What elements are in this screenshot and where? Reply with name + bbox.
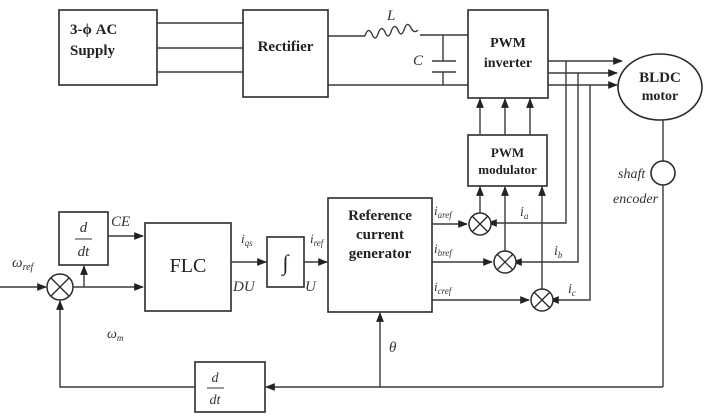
derivative-bottom-numerator: d xyxy=(212,371,220,386)
shaft-encoder-label-line1: shaft xyxy=(618,167,646,182)
three-phase-lines xyxy=(157,22,243,73)
iaref-label: iaref xyxy=(434,203,453,220)
current-summer-b xyxy=(493,250,517,274)
current-summer-a xyxy=(468,212,492,236)
current-sense-lines xyxy=(487,61,591,304)
ref-gen-label-line1: Reference xyxy=(348,208,412,224)
pwm-modulator-label-line2: modulator xyxy=(478,162,537,177)
speed-error-summer xyxy=(46,273,74,301)
iqs-label: iqs xyxy=(241,231,253,248)
ic-label: ic xyxy=(568,282,576,298)
ac-supply-label-line2: Supply xyxy=(70,43,116,59)
shaft-encoder-label-line2: encoder xyxy=(613,192,659,207)
u-label: U xyxy=(305,279,317,295)
flc-block: FLC xyxy=(144,222,232,312)
iref-signal-path: iref U xyxy=(304,231,328,295)
pwm-inverter-label-line1: PWM xyxy=(490,36,526,51)
pwm-inverter-label-line2: inverter xyxy=(484,56,532,71)
speed-feedback-path: ωm xyxy=(56,300,195,388)
ref-gen-label-line2: current xyxy=(356,227,404,243)
omega-ref-label: ωref xyxy=(12,255,35,273)
ia-label: ia xyxy=(520,205,529,221)
rectifier-block: Rectifier xyxy=(242,9,329,98)
bldc-motor-label-line2: motor xyxy=(642,89,679,104)
flc-label: FLC xyxy=(170,255,207,277)
derivative-top-numerator: d xyxy=(80,220,88,236)
du-signal-path: iqs DU xyxy=(231,231,267,295)
derivative-block-bottom: d dt xyxy=(194,361,266,413)
integrator-block: ∫ xyxy=(266,236,305,288)
ibref-label: ibref xyxy=(434,241,453,258)
bldc-motor: BLDC motor xyxy=(617,53,703,121)
inductor-coil xyxy=(364,23,419,39)
pwm-inverter-block: PWM inverter xyxy=(467,9,549,99)
du-label: DU xyxy=(232,279,256,295)
dc-link: L C xyxy=(328,8,468,86)
error-signal-lines xyxy=(476,186,546,291)
bldc-motor-label-line1: BLDC xyxy=(639,70,681,86)
omega-ref-input: ωref xyxy=(0,255,47,291)
ib-label: ib xyxy=(554,244,563,260)
motor-phase-lines xyxy=(548,57,623,89)
position-feedback-path: θ xyxy=(265,312,663,391)
integral-symbol: ∫ xyxy=(280,250,290,276)
capacitor-label: C xyxy=(413,53,424,69)
reference-current-generator-block: Reference current generator xyxy=(327,197,433,313)
shaft-encoder: shaft encoder xyxy=(613,120,676,387)
inductor-label: L xyxy=(386,8,395,24)
derivative-block-top: d dt xyxy=(58,211,109,266)
theta-label: θ xyxy=(389,340,397,356)
gate-signal-lines xyxy=(476,98,534,135)
current-summer-c xyxy=(530,288,554,312)
derivative-bottom-denominator: dt xyxy=(210,393,222,408)
ref-gen-label-line3: generator xyxy=(349,246,412,262)
reference-current-lines: iaref ibref icref xyxy=(432,203,530,304)
ac-supply-label-line1: 3-ϕ AC xyxy=(70,22,117,38)
omega-m-label: ωm xyxy=(107,327,124,343)
iref-label: iref xyxy=(310,231,325,248)
pwm-modulator-label-line1: PWM xyxy=(491,145,524,160)
rectifier-label: Rectifier xyxy=(258,39,314,55)
ce-signal-path: CE xyxy=(108,214,144,240)
pwm-modulator-block: PWM modulator xyxy=(467,134,548,187)
icref-label: icref xyxy=(434,279,453,296)
ce-label: CE xyxy=(111,214,130,230)
error-signal-path xyxy=(73,265,144,291)
ac-supply-block: 3-ϕ AC Supply xyxy=(58,9,158,86)
derivative-top-denominator: dt xyxy=(78,244,91,260)
